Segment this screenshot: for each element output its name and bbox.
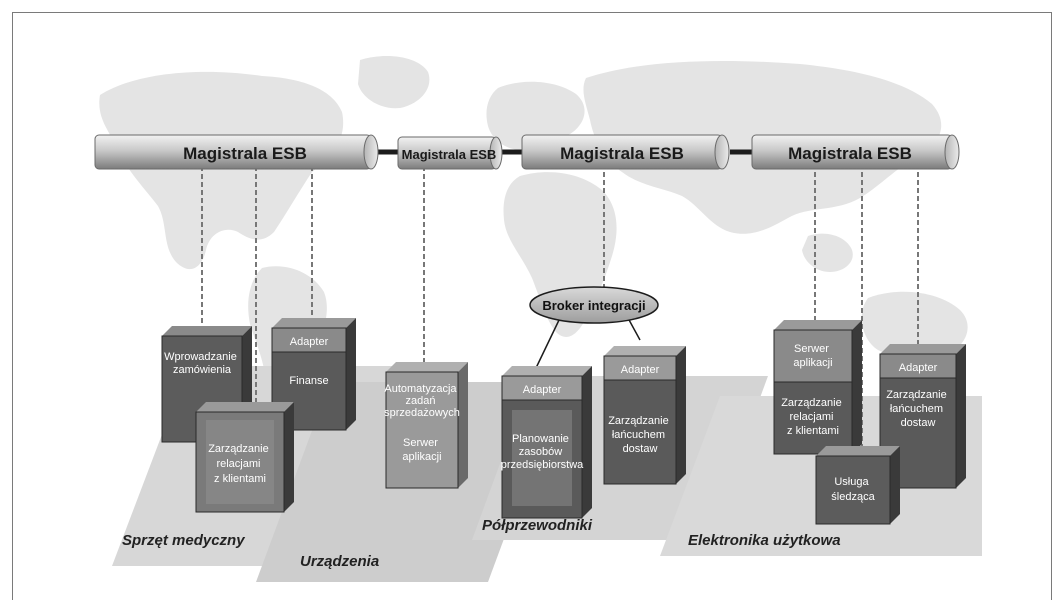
region-label-consumer-electronics: Elektronika użytkowa: [688, 532, 841, 549]
region-labels: Sprzęt medyczny Urządzenia Półprzewodnik…: [122, 517, 841, 570]
box-text-line: Zarządzanie: [608, 415, 669, 427]
svg-text:Zarządzanie łańcuche: Zarządzanie łańcuchem dostaw: [886, 389, 950, 429]
box-text-line: Serwer: [403, 437, 438, 449]
box-text-line: zadań: [405, 395, 435, 407]
bus-label: Magistrala ESB: [183, 144, 307, 163]
box-scm-1: Adapter Zarządzanie łańcuchem dostaw: [603, 346, 686, 485]
box-text-line: Wprowadzanie: [164, 351, 237, 363]
box-text-line: z klientami: [214, 473, 266, 485]
svg-text:Automatyzacja zadań: Automatyzacja zadań sprzedażowych: [384, 383, 460, 419]
map-greenland: [358, 56, 430, 109]
map-southeast-asia: [802, 233, 853, 272]
svg-text:Zarządzanie relacjam: Zarządzanie relacjami z klientami: [208, 443, 272, 485]
bus-connectors: [201, 166, 919, 448]
box-text-line: Zarządzanie: [781, 397, 842, 409]
box-text-line: Zarządzanie: [208, 443, 269, 455]
adapter-label: Adapter: [290, 336, 329, 348]
box-text-line: dostaw: [901, 417, 936, 429]
broker-label: Broker integracji: [542, 298, 645, 313]
esb-bus-1: Magistrala ESB: [94, 134, 379, 170]
map-australia: [861, 291, 968, 359]
svg-text:Serwer aplikacji: Serwer aplikacji: [402, 437, 441, 463]
adapter-label: Adapter: [899, 362, 938, 374]
esb-bus-2: Magistrala ESB: [397, 136, 503, 170]
box-tracking: Usługa śledząca: [815, 446, 900, 525]
box-text-line: Planowanie: [512, 433, 569, 445]
box-text-line: aplikacji: [402, 451, 441, 463]
adapter-label: Adapter: [621, 364, 660, 376]
box-text-line: z klientami: [787, 425, 839, 437]
box-text-line: aplikacji: [793, 357, 832, 369]
box-finance: Adapter Finanse: [271, 318, 356, 431]
world-map-background: [99, 56, 968, 413]
box-text-line: Usługa: [834, 476, 869, 488]
region-label-devices: Urządzenia: [300, 553, 379, 570]
box-crm-1: Zarządzanie relacjami z klientami: [195, 402, 294, 513]
box-text-line: zasobów: [519, 446, 562, 458]
box-crm-2: Serwer aplikacji Zarządzanie relacjami z…: [773, 320, 862, 455]
box-text-line: relacjami: [216, 458, 260, 470]
map-north-america: [99, 71, 344, 270]
integration-broker: Broker integracji: [529, 286, 659, 369]
box-text-line: przedsiębiorstwa: [501, 459, 584, 471]
svg-text:Planowanie zasobów: Planowanie zasobów przedsiębiorstwa: [501, 433, 584, 471]
bus-label: Magistrala ESB: [788, 144, 912, 163]
svg-text:Zarządzanie relacjam: Zarządzanie relacjami z klientami: [781, 397, 845, 437]
box-text-line: zamówienia: [173, 364, 232, 376]
finance-label: Finanse: [289, 375, 328, 387]
box-text-line: Automatyzacja: [384, 383, 457, 395]
esb-bus-4: Magistrala ESB: [751, 134, 960, 170]
box-text-line: Zarządzanie: [886, 389, 947, 401]
esb-bus-3: Magistrala ESB: [521, 134, 730, 170]
box-text-line: łańcuchem: [612, 429, 665, 441]
region-label-medical: Sprzęt medyczny: [122, 532, 245, 549]
box-text-line: sprzedażowych: [384, 407, 460, 419]
region-label-semiconductors: Półprzewodniki: [482, 517, 593, 534]
box-text-line: Serwer: [794, 343, 829, 355]
svg-text:Usługa śledząca: Usługa śledząca: [831, 476, 875, 503]
adapter-label: Adapter: [523, 384, 562, 396]
svg-text:Wprowadzanie zamówie: Wprowadzanie zamówienia: [164, 351, 240, 376]
svg-text:Serwer aplikacji: Serwer aplikacji: [793, 343, 832, 369]
box-text-line: łańcuchem: [890, 403, 943, 415]
bus-label: Magistrala ESB: [402, 147, 497, 162]
box-sales-automation: Automatyzacja zadań sprzedażowych Serwer…: [384, 362, 468, 489]
map-europe: [486, 81, 585, 150]
box-text-line: śledząca: [831, 491, 875, 503]
diagram-frame: [12, 12, 1052, 600]
app-boxes: Wprowadzanie zamówienia Adapter Finanse: [161, 318, 966, 525]
box-text-line: relacjami: [789, 411, 833, 423]
bus-label: Magistrala ESB: [560, 144, 684, 163]
box-erp: Adapter Planowanie zasobów przedsiębiors…: [501, 366, 592, 519]
box-text-line: dostaw: [623, 443, 658, 455]
svg-text:Zarządzanie łańcuche: Zarządzanie łańcuchem dostaw: [608, 415, 672, 455]
